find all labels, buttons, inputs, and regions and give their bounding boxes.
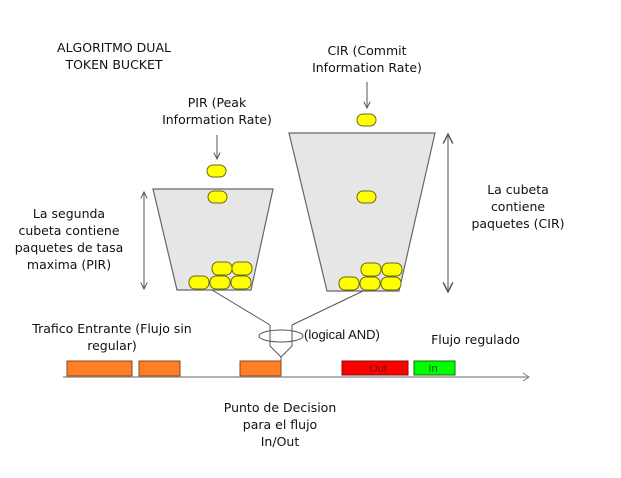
incoming-packet [66, 360, 133, 377]
cir-description-line: paquetes (CIR) [471, 216, 565, 231]
pir-description-line: paquetes de tasa [14, 240, 124, 255]
cir-bucket [288, 132, 436, 292]
decision-point-label: Punto de Decision para el flujo In/Out [220, 399, 340, 450]
decision-point-line: In/Out [260, 434, 300, 449]
cir-label-line: Information Rate) [312, 60, 422, 75]
pir-funnel-line [211, 289, 271, 326]
cir-token-falling [356, 113, 377, 127]
pir-token-falling [206, 164, 227, 178]
pir-description-line: maxima (PIR) [26, 257, 112, 272]
incoming-packet [138, 360, 181, 377]
decision-point-line: Punto de Decision [223, 400, 337, 415]
cir-token-falling [356, 190, 377, 204]
incoming-label-line: regular) [87, 338, 137, 353]
cir-description-line: La cubeta [487, 182, 549, 197]
pir-label-line: Information Rate) [162, 112, 272, 127]
pir-token [231, 261, 253, 276]
tokens [188, 113, 403, 291]
cir-token [359, 276, 381, 291]
pir-token [230, 275, 252, 290]
pir-description: La segunda cubeta contiene paquetes de t… [14, 205, 124, 273]
pir-bucket [152, 188, 274, 291]
pir-token-falling [207, 190, 228, 204]
decision-gate [258, 325, 304, 361]
pir-description-line: cubeta contiene [18, 223, 120, 238]
incoming-label-line: Trafico Entrante (Flujo sin [32, 321, 192, 336]
pir-label: PIR (Peak Information Rate) [157, 94, 277, 128]
cir-funnel-line [291, 290, 364, 326]
logical-and-ring [258, 329, 304, 343]
incoming-traffic-label: Trafico Entrante (Flujo sin regular) [27, 320, 197, 354]
pir-token [209, 275, 231, 290]
cir-label-line: CIR (Commit [327, 43, 407, 58]
cir-description: La cubeta contiene paquetes (CIR) [468, 181, 568, 232]
diagram-title: ALGORITMO DUAL TOKEN BUCKET [54, 39, 174, 73]
title-line: TOKEN BUCKET [65, 57, 163, 72]
out-packet-label: Out [369, 363, 387, 375]
cir-token [360, 262, 382, 277]
logical-and-label: (logical AND) [304, 327, 380, 342]
regulated-flow-label: Flujo regulado [431, 332, 520, 347]
incoming-packet [239, 360, 282, 377]
decision-point-line: para el flujo [242, 417, 318, 432]
title-line: ALGORITMO DUAL [57, 40, 171, 55]
cir-token [380, 276, 402, 291]
cir-label: CIR (Commit Information Rate) [307, 42, 427, 76]
cir-token [381, 262, 403, 277]
pir-description-line: La segunda [32, 206, 106, 221]
pir-label-line: PIR (Peak [187, 95, 247, 110]
in-packet [413, 360, 456, 376]
out-packet [341, 360, 409, 376]
in-packet-label: In [428, 363, 437, 375]
pir-token [211, 261, 233, 276]
cir-description-line: contiene [490, 199, 546, 214]
timeline-arrowhead [522, 372, 530, 382]
pir-token [188, 275, 210, 290]
cir-token [338, 276, 360, 291]
